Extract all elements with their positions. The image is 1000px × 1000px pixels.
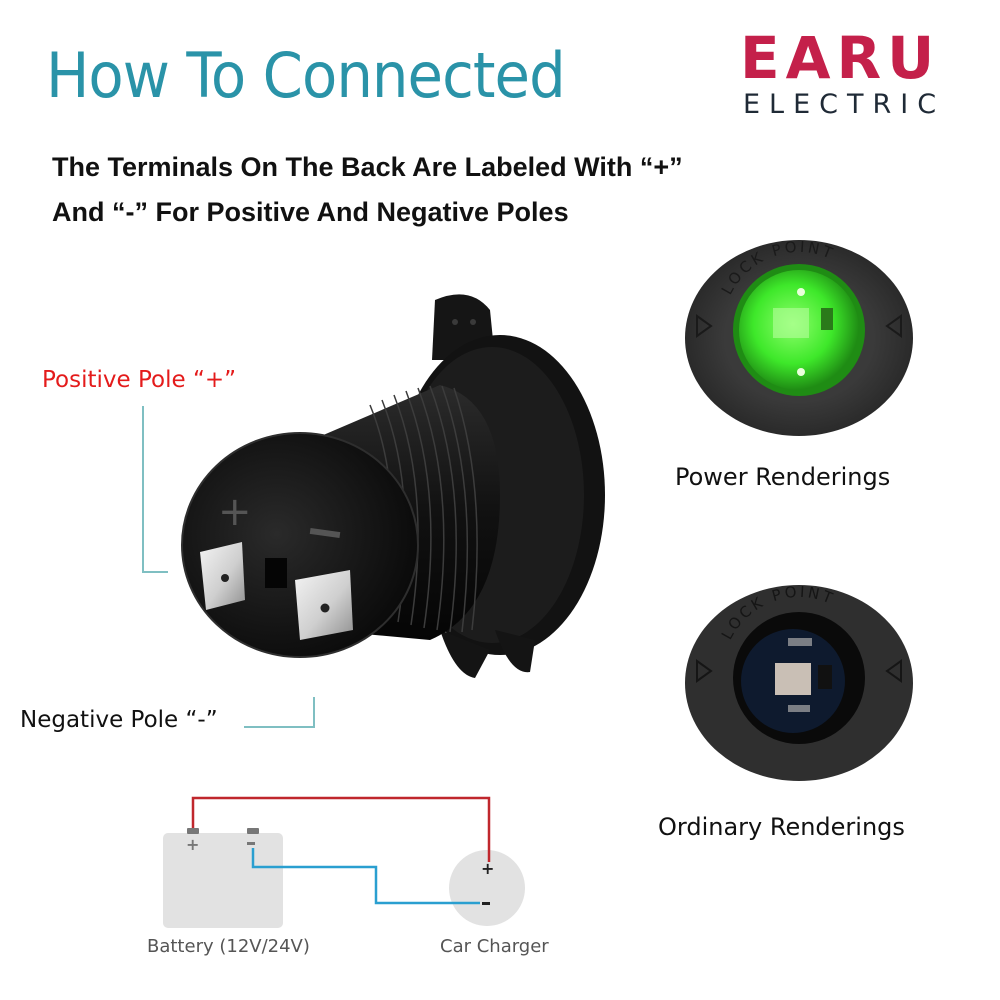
charger-plus-symbol: + (481, 859, 494, 878)
ordinary-renderings-caption: Ordinary Renderings (658, 813, 905, 841)
subtitle: The Terminals On The Back Are Labeled Wi… (52, 145, 683, 235)
positive-pole-label: Positive Pole “+” (42, 367, 237, 393)
ordinary-rendering-image: LOCK POINT (685, 583, 913, 781)
power-renderings-caption: Power Renderings (675, 463, 891, 491)
power-rendering-image: LOCK POINT (685, 238, 913, 436)
battery-positive-terminal (187, 828, 199, 834)
charger-minus-symbol (482, 902, 490, 905)
battery-negative-terminal (247, 828, 259, 834)
plus-mark: + (218, 489, 252, 535)
positive-leader-horizontal (142, 571, 168, 573)
negative-wire (251, 848, 480, 905)
logo-brand-text: EARU (740, 24, 941, 92)
negative-leader-vertical (313, 697, 315, 727)
minus-mark (309, 527, 341, 539)
battery-label: Battery (12V/24V) (147, 936, 310, 957)
battery-minus-symbol (247, 842, 255, 845)
page-title: How To Connected (46, 39, 566, 112)
car-charger-icon (449, 850, 525, 926)
subtitle-line-1: The Terminals On The Back Are Labeled Wi… (52, 152, 683, 182)
negative-leader-horizontal (244, 726, 315, 728)
battery-icon (163, 833, 283, 928)
logo-tagline: ELECTRIC (743, 89, 946, 120)
brand-logo: EARU ELECTRIC (740, 28, 965, 123)
car-charger-label: Car Charger (440, 936, 549, 957)
charger-socket-illustration: + (181, 294, 605, 678)
wiring-diagram: + + (163, 796, 525, 928)
battery-plus-symbol: + (186, 835, 199, 854)
negative-pole-label: Negative Pole “-” (20, 707, 218, 733)
positive-wire (191, 796, 491, 862)
positive-leader-vertical (142, 406, 144, 572)
subtitle-line-2: And “-” For Positive And Negative Poles (52, 197, 569, 227)
